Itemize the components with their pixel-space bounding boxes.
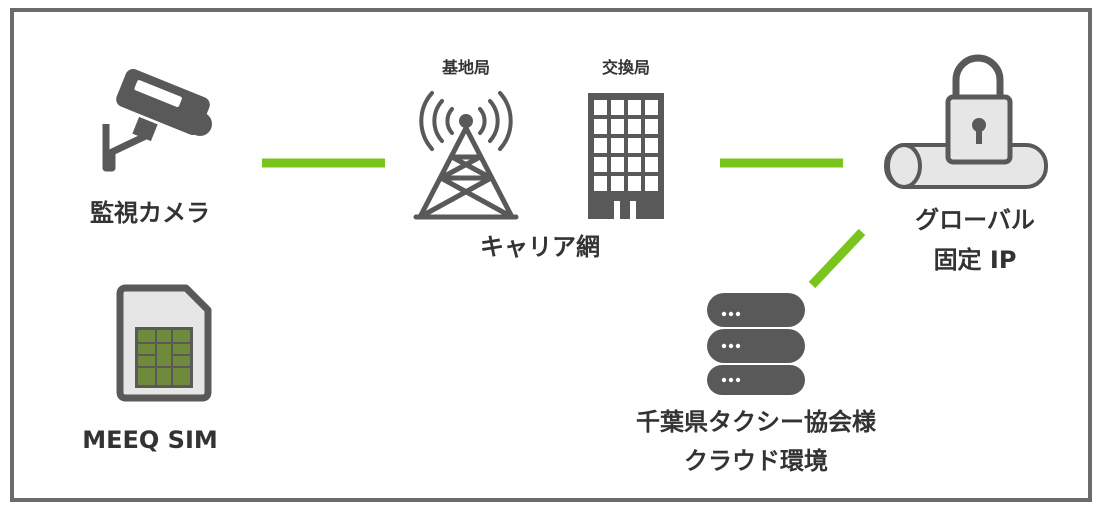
- database-server-icon: [707, 293, 805, 395]
- building-window: [628, 119, 641, 134]
- building-window: [594, 176, 607, 191]
- building-window: [645, 100, 658, 115]
- sim-card-icon: [116, 284, 212, 402]
- camera-label: 監視カメラ: [90, 199, 210, 227]
- building-window: [628, 138, 641, 153]
- sim-label: MEEQ SIM: [82, 426, 218, 454]
- building-window: [645, 119, 658, 134]
- building-window: [611, 100, 624, 115]
- antenna-tower-icon: [413, 91, 519, 220]
- building-window: [611, 138, 624, 153]
- global-ip-label-line1: グローバル: [915, 206, 1035, 234]
- building-windows: [594, 100, 658, 191]
- building-window: [594, 119, 607, 134]
- cloud-label-line2: クラウド環境: [684, 447, 828, 475]
- exchange-label: 交換局: [601, 58, 650, 77]
- security-camera-icon: [102, 69, 212, 172]
- global-ip-label-line2: 固定 IP: [933, 246, 1017, 274]
- diagram-frame: [10, 8, 1092, 502]
- carrier-network-label: キャリア網: [480, 233, 600, 261]
- link-globalip-cloud: [808, 228, 866, 289]
- building-window: [628, 176, 641, 191]
- building-window: [628, 157, 641, 172]
- building-window: [611, 176, 624, 191]
- building-window: [611, 157, 624, 172]
- building-window: [594, 157, 607, 172]
- building-window: [611, 119, 624, 134]
- building-window: [645, 176, 658, 191]
- locked-pipe-icon: [884, 54, 1048, 189]
- building-window: [594, 100, 607, 115]
- building-window: [628, 100, 641, 115]
- base-station-label: 基地局: [441, 58, 490, 77]
- building-window: [594, 138, 607, 153]
- building-window: [645, 157, 658, 172]
- building-window: [645, 138, 658, 153]
- cloud-label-line1: 千葉県タクシー協会様: [636, 408, 876, 436]
